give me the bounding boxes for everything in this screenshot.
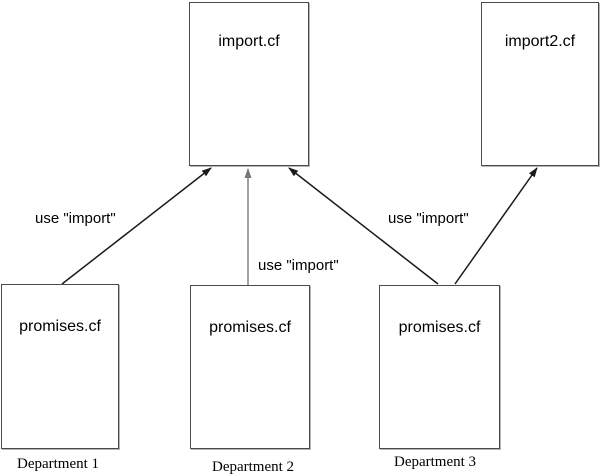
box-import2-cf: import2.cf xyxy=(481,2,599,166)
box-promises-cf-dept3-label: promises.cf xyxy=(398,319,481,336)
edge-label-use-import-middle: use "import" xyxy=(258,257,339,274)
box-promises-cf-dept1: promises.cf xyxy=(1,284,119,449)
box-import-cf: import.cf xyxy=(189,2,309,166)
edge-label-use-import-right: use "import" xyxy=(388,210,469,227)
box-promises-cf-dept2: promises.cf xyxy=(190,285,310,449)
box-import2-cf-label: import2.cf xyxy=(504,33,576,50)
department-1-label: Department 1 xyxy=(17,456,100,472)
department-3-label: Department 3 xyxy=(394,454,477,470)
edge-label-use-import-left: use "import" xyxy=(35,210,116,227)
box-promises-cf-dept3: promises.cf xyxy=(379,285,500,449)
department-2-label: Department 2 xyxy=(212,459,295,475)
box-promises-cf-dept2-label: promises.cf xyxy=(209,319,291,336)
arrow-dept3-to-import2 xyxy=(454,167,538,285)
arrow-dept3-to-import xyxy=(288,167,439,285)
box-import-cf-label: import.cf xyxy=(218,33,280,50)
arrow-dept1-to-import xyxy=(61,167,212,285)
box-promises-cf-dept1-label: promises.cf xyxy=(19,318,101,335)
